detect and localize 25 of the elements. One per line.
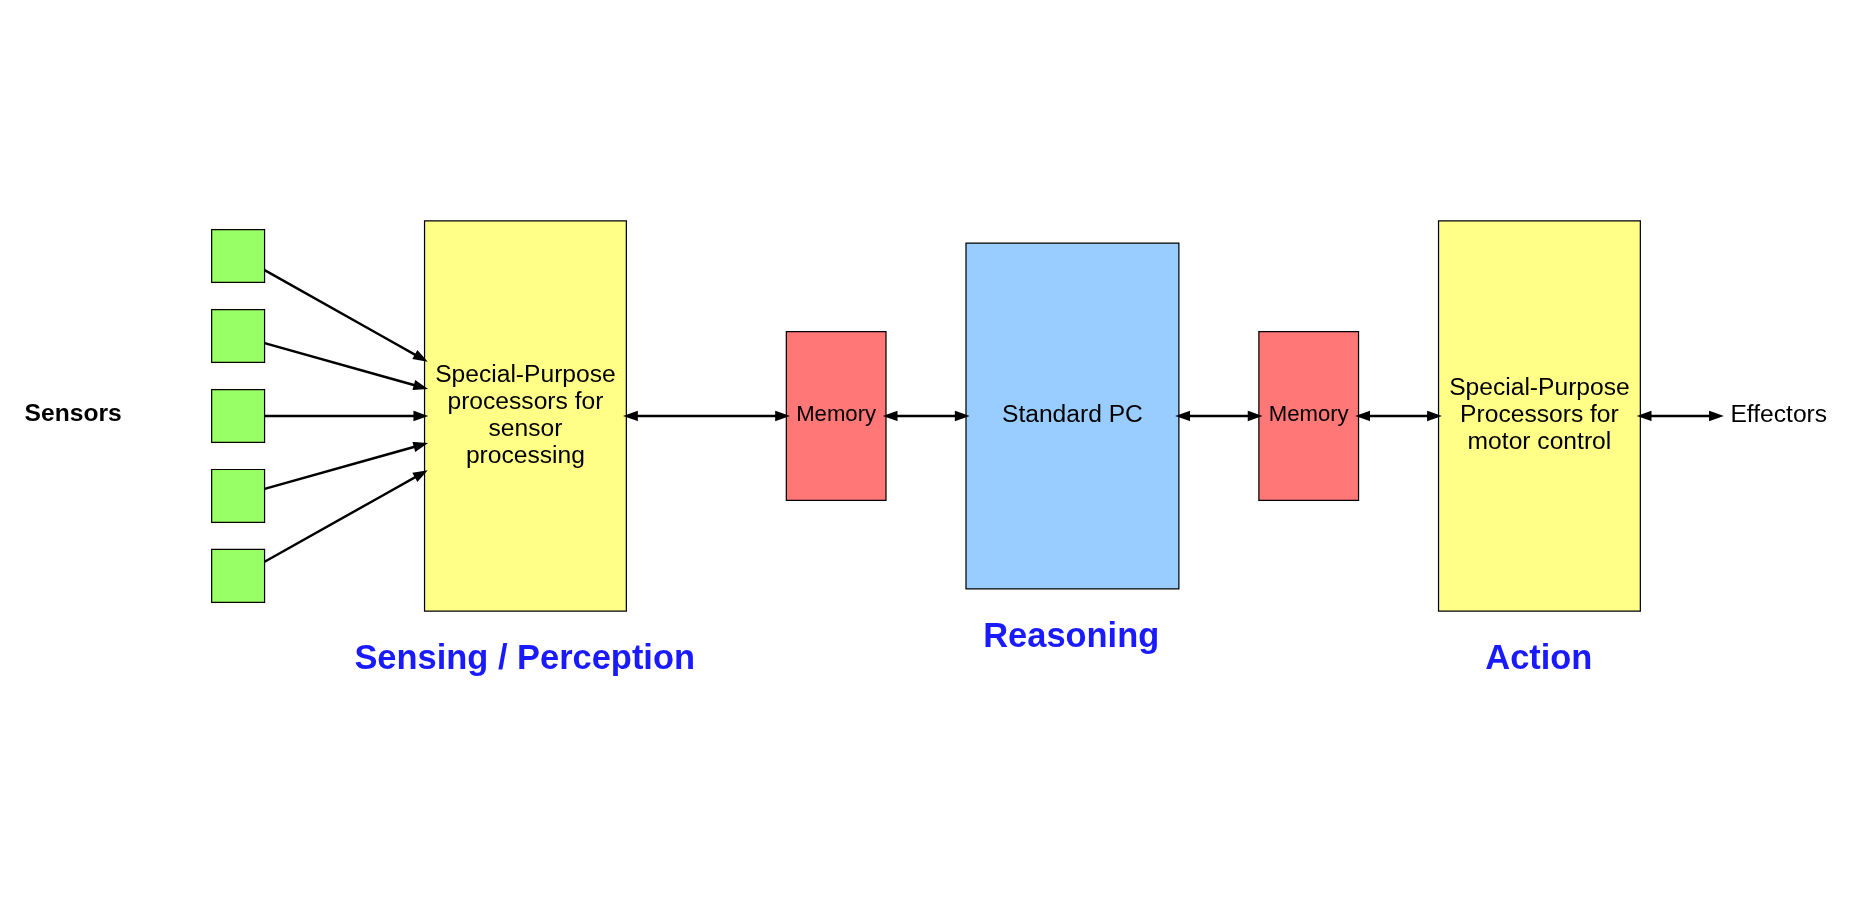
node-box bbox=[210, 468, 265, 523]
label: Sensing / Perception bbox=[353, 637, 695, 676]
arrow bbox=[882, 410, 970, 421]
arrow bbox=[263, 469, 428, 563]
arrow bbox=[264, 410, 428, 421]
node-box: Standard PC bbox=[964, 241, 1179, 589]
node-text: Effectors bbox=[1729, 399, 1827, 427]
node-box: Special-Purpose Processors for motor control bbox=[1437, 219, 1641, 612]
node-box bbox=[210, 228, 265, 283]
node-box: Special-Purpose processors for sensor processing bbox=[423, 219, 627, 612]
arrow bbox=[1174, 410, 1263, 421]
node-box: Memory bbox=[785, 330, 887, 501]
arrow bbox=[263, 441, 428, 490]
label: Action bbox=[1484, 637, 1592, 676]
label: Reasoning bbox=[982, 615, 1159, 654]
arrow bbox=[1636, 410, 1724, 421]
arrow bbox=[263, 341, 428, 390]
node-box bbox=[210, 388, 265, 443]
node-box bbox=[210, 308, 265, 363]
arrow bbox=[263, 268, 428, 362]
label: Sensors bbox=[24, 398, 122, 426]
node-box: Memory bbox=[1257, 330, 1359, 501]
arrow bbox=[1354, 410, 1442, 421]
node-box bbox=[210, 548, 265, 603]
arrow bbox=[622, 410, 790, 421]
